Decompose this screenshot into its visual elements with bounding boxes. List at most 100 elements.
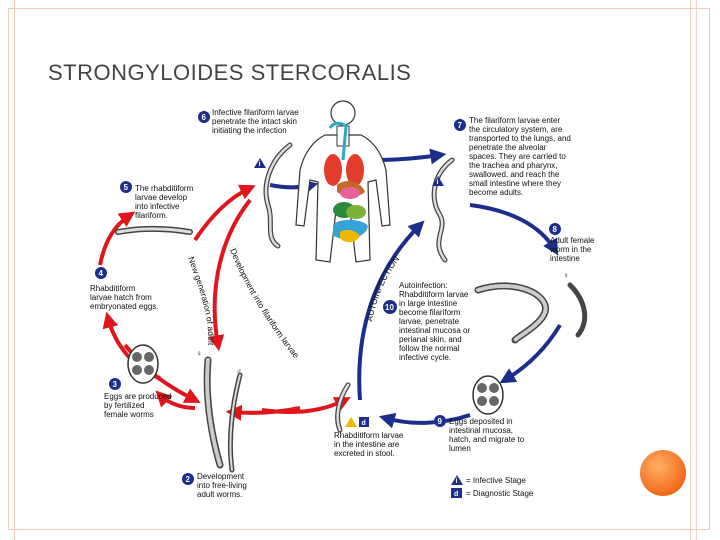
svg-text:adult worms.: adult worms. bbox=[197, 490, 242, 499]
infective-marker-skin: i bbox=[254, 158, 266, 168]
svg-text:filariform.: filariform. bbox=[135, 211, 168, 220]
svg-text:5: 5 bbox=[124, 183, 129, 192]
svg-text:= Infective Stage: = Infective Stage bbox=[466, 476, 526, 485]
svg-text:in large intestine: in large intestine bbox=[399, 299, 458, 308]
decorative-orange-circle bbox=[640, 450, 686, 496]
svg-text:9: 9 bbox=[438, 417, 443, 426]
svg-text:into free-living: into free-living bbox=[197, 481, 247, 490]
male-symbol-free-living: ♂ bbox=[236, 367, 242, 376]
arc-label-development-filariform: Development into filariform larvae bbox=[228, 247, 301, 360]
svg-text:Adult female: Adult female bbox=[550, 236, 595, 245]
svg-text:6: 6 bbox=[202, 113, 207, 122]
stage-6-badge bbox=[198, 111, 210, 123]
svg-text:Autoinfection:: Autoinfection: bbox=[399, 281, 447, 290]
svg-text:4: 4 bbox=[99, 269, 104, 278]
stage-5-badge bbox=[120, 181, 132, 193]
arc-label-autoinfection: AUTOINFECTION bbox=[364, 254, 401, 322]
arrow-blue-8-to-9 bbox=[499, 323, 562, 384]
svg-text:Rhabditiform: Rhabditiform bbox=[90, 284, 136, 293]
free-living-adult-worms bbox=[203, 356, 243, 473]
svg-text:7: 7 bbox=[458, 121, 463, 130]
stage-8: 8 Adult female worm in the intestine bbox=[549, 223, 595, 263]
diagnostic-marker-stool: d bbox=[345, 417, 369, 427]
svg-text:intestinal mucosa,: intestinal mucosa, bbox=[449, 426, 513, 435]
svg-text:become adults.: become adults. bbox=[469, 188, 523, 197]
svg-text:worm in the: worm in the bbox=[549, 245, 592, 254]
arrow-red-4-to-5 bbox=[98, 211, 136, 266]
svg-text:follow the normal: follow the normal bbox=[399, 344, 460, 353]
slide-frame bbox=[8, 8, 710, 530]
arrow-blue-host-to-7 bbox=[374, 148, 447, 165]
rhabditiform-larva-stool bbox=[335, 382, 351, 433]
legend-diagnostic: d = Diagnostic Stage bbox=[451, 488, 534, 498]
svg-text:intestine: intestine bbox=[550, 254, 580, 263]
svg-text:AUTOINFECTION: AUTOINFECTION bbox=[364, 254, 401, 322]
stage-9-badge bbox=[434, 415, 446, 427]
svg-text:perianal skin, and: perianal skin, and bbox=[399, 335, 462, 344]
arrow-red-5-to-6 bbox=[193, 184, 256, 242]
arrow-red-bottom bbox=[225, 404, 301, 421]
rhabditiform-larva-5 bbox=[115, 226, 193, 235]
arrow-red-3-to-2 bbox=[155, 390, 196, 410]
svg-text:larvae, penetrate: larvae, penetrate bbox=[399, 317, 460, 326]
svg-text:female worms: female worms bbox=[104, 410, 154, 419]
filariform-larva-skin bbox=[263, 142, 293, 249]
stage-6: 6 Infective filariform larvae penetrate … bbox=[198, 108, 299, 135]
svg-text:embryonated eggs.: embryonated eggs. bbox=[90, 302, 159, 311]
svg-text:swallowed, and reach the: swallowed, and reach the bbox=[469, 170, 560, 179]
stage-10-badge bbox=[383, 300, 397, 314]
egg-cluster-stage-3 bbox=[127, 344, 159, 384]
svg-text:penetrate the intact skin: penetrate the intact skin bbox=[212, 117, 297, 126]
svg-text:8: 8 bbox=[553, 225, 558, 234]
slide-title: STRONGYLOIDES STERCORALIS bbox=[48, 60, 412, 85]
arrow-blue-autoinfection bbox=[357, 220, 425, 401]
svg-text:initiating the infection: initiating the infection bbox=[212, 126, 287, 135]
stage-9: 9 Eggs deposited in intestinal mucosa, h… bbox=[434, 415, 525, 453]
svg-text:transported to the lungs, and: transported to the lungs, and bbox=[469, 134, 571, 143]
svg-text:Eggs deposited in: Eggs deposited in bbox=[449, 417, 513, 426]
svg-text:d: d bbox=[454, 491, 458, 498]
svg-text:in the intestine are: in the intestine are bbox=[334, 440, 400, 449]
svg-text:hatch, and migrate to: hatch, and migrate to bbox=[449, 435, 525, 444]
svg-text:The rhabditiform: The rhabditiform bbox=[135, 184, 194, 193]
stage-3: 3 Eggs are produced by fertilized female… bbox=[104, 378, 172, 419]
right-border-line bbox=[690, 0, 691, 540]
filariform-larva-lungs bbox=[431, 157, 455, 263]
stage-2: 2 Development into free-living adult wor… bbox=[182, 472, 247, 499]
svg-text:into infective: into infective bbox=[135, 202, 180, 211]
stage-7: 7 The filariform larvae enter the circul… bbox=[454, 116, 571, 197]
svg-text:the circulatory system, are: the circulatory system, are bbox=[469, 125, 563, 134]
stage-5: 5 The rhabditiform larvae develop into i… bbox=[120, 181, 194, 220]
stage-8-badge bbox=[549, 223, 561, 235]
svg-text:i: i bbox=[437, 179, 439, 186]
stage-1: Rhabditiform larvae in the intestine are… bbox=[334, 431, 404, 458]
infective-marker-lungs: i bbox=[432, 176, 444, 186]
legend: i = Infective Stage d = Diagnostic Stage bbox=[451, 475, 534, 498]
svg-text:Infective filariform larvae: Infective filariform larvae bbox=[212, 108, 299, 117]
adult-female-worm-intestine bbox=[474, 282, 588, 344]
svg-text:spaces. They are carried to: spaces. They are carried to bbox=[469, 152, 566, 161]
svg-text:intestinal mucosa or: intestinal mucosa or bbox=[399, 326, 470, 335]
svg-text:excreted in stool.: excreted in stool. bbox=[334, 449, 394, 458]
stage-10: 10 Autoinfection: Rhabditiform larvae in… bbox=[383, 281, 470, 362]
left-border-line bbox=[14, 0, 15, 540]
svg-text:lumen: lumen bbox=[449, 444, 471, 453]
svg-text:become filariform: become filariform bbox=[399, 308, 461, 317]
svg-text:Development into filariform la: Development into filariform larvae bbox=[228, 247, 301, 360]
female-symbol-parasitic: ♀ bbox=[563, 271, 569, 280]
human-host-figure bbox=[295, 100, 391, 263]
svg-text:larvae develop: larvae develop bbox=[135, 193, 188, 202]
arrow-blue-7-to-8 bbox=[469, 203, 559, 256]
svg-text:small intestine where they: small intestine where they bbox=[469, 179, 561, 188]
arrow-red-new-generation bbox=[208, 198, 252, 352]
right-border-line-2 bbox=[696, 0, 697, 540]
stage-3-badge bbox=[109, 378, 121, 390]
svg-text:10: 10 bbox=[385, 303, 394, 312]
svg-text:infective cycle.: infective cycle. bbox=[399, 353, 451, 362]
svg-text:Development: Development bbox=[197, 472, 245, 481]
egg-cluster-stage-9 bbox=[472, 375, 504, 415]
svg-text:larvae hatch from: larvae hatch from bbox=[90, 293, 152, 302]
svg-text:the trachea and pharynx,: the trachea and pharynx, bbox=[469, 161, 558, 170]
arrow-blue-9-to-1 bbox=[378, 412, 471, 429]
